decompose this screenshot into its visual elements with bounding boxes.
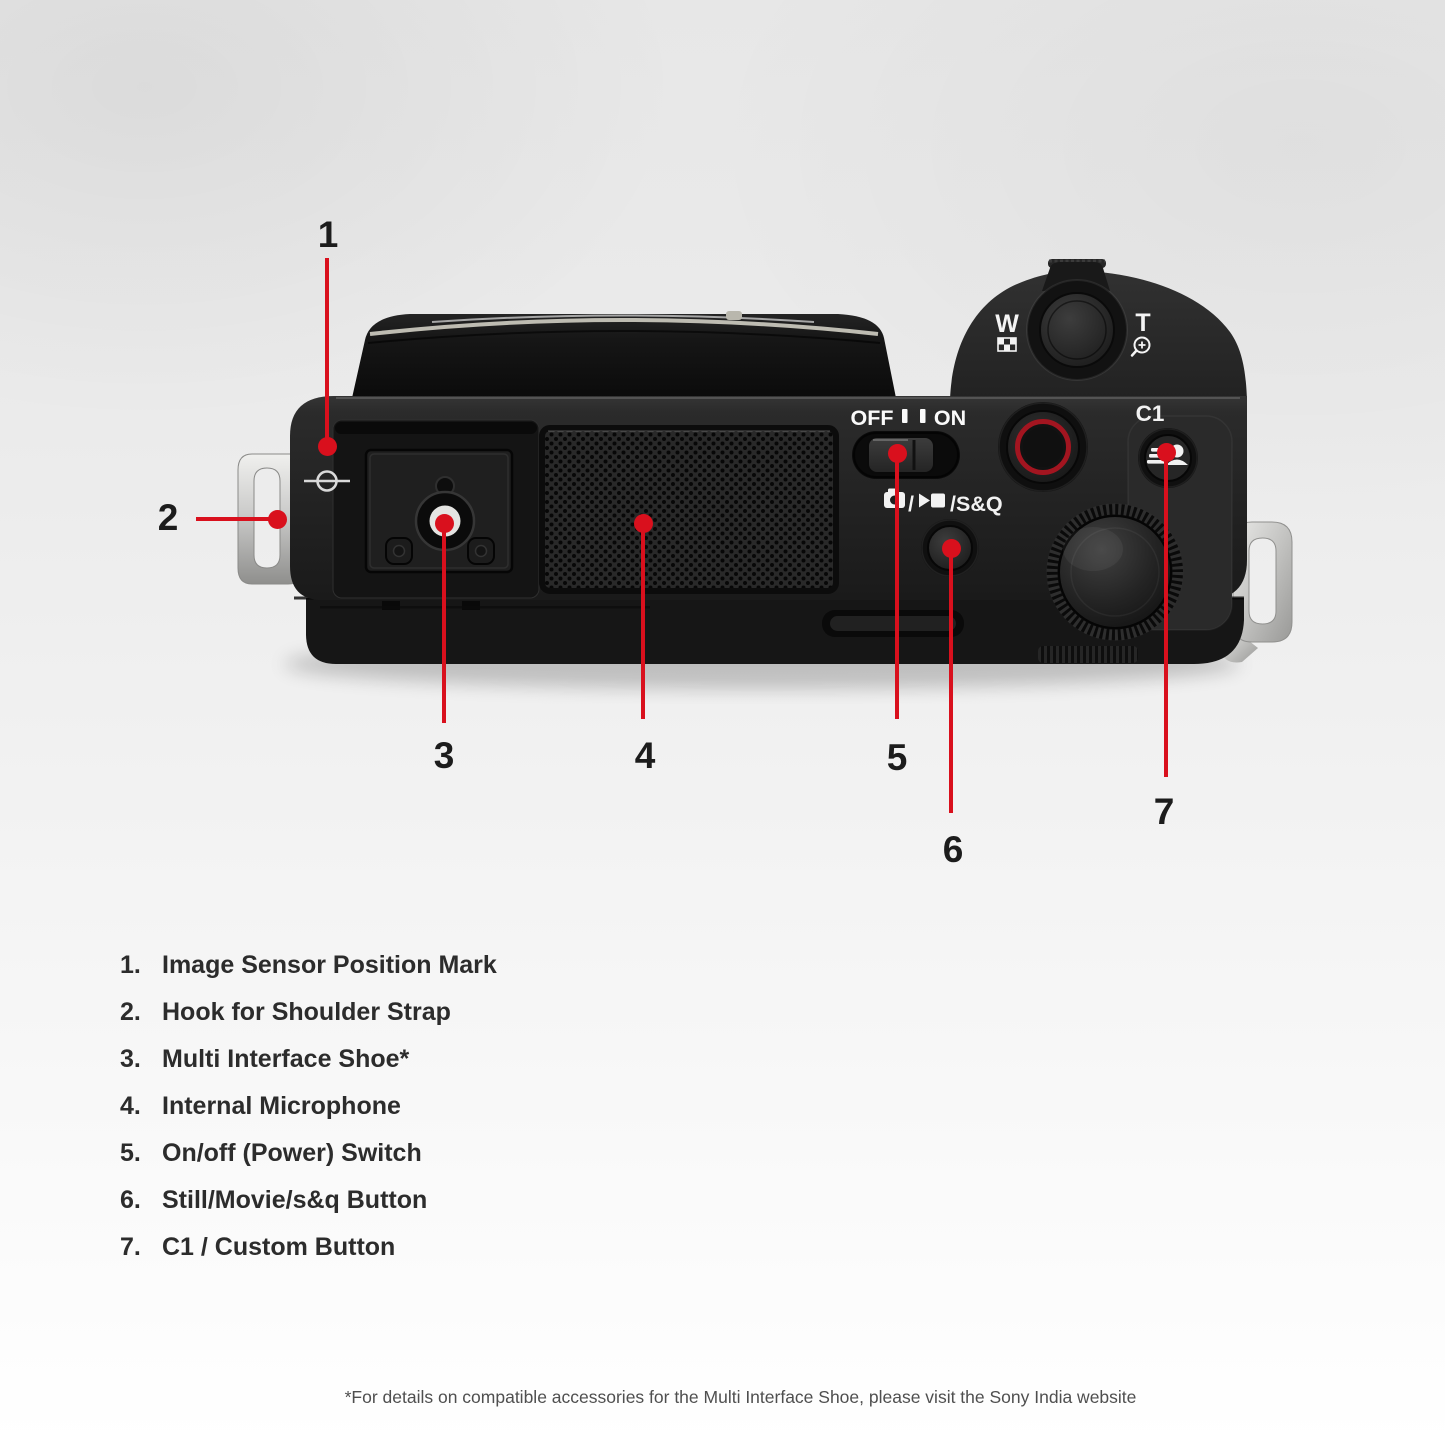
legend-item-label: On/off (Power) Switch	[162, 1139, 422, 1167]
callout-2-number: 2	[157, 497, 179, 538]
legend-item-label: Still/Movie/s&q Button	[162, 1186, 428, 1214]
callout-1-dot	[317, 436, 337, 456]
callout-1-number: 1	[317, 214, 339, 255]
legend-item-label: Multi Interface Shoe*	[162, 1045, 410, 1073]
legend-item-label: Hook for Shoulder Strap	[162, 998, 451, 1026]
legend-item: 5. On/off (Power) Switch	[120, 1138, 497, 1168]
callout-4-number: 4	[634, 735, 656, 776]
legend-item-label: C1 / Custom Button	[162, 1233, 396, 1261]
sq-label: /S&Q	[950, 492, 1003, 516]
index-icon	[997, 337, 1017, 352]
callout-6-number: 6	[942, 829, 964, 870]
callout-7-number: 7	[1153, 791, 1175, 832]
legend-item: 4. Internal Microphone	[120, 1091, 497, 1121]
zoom-rocker-button	[1026, 279, 1128, 381]
grip-tower: W T	[950, 259, 1247, 400]
legend-item: 3. Multi Interface Shoe*	[120, 1044, 497, 1074]
power-on-label: ON	[934, 406, 966, 430]
legend-item-number: 1.	[120, 951, 141, 979]
lens-rim-nub	[726, 311, 742, 320]
power-tick	[920, 409, 926, 423]
still-photo-icon	[884, 488, 905, 508]
zoom-tele-label: T	[1135, 309, 1150, 337]
mode-icon-row: / /S&Q	[884, 488, 1003, 516]
c1-label: C1	[1136, 401, 1165, 426]
callout-2-line	[196, 516, 277, 522]
legend-item-number: 2.	[120, 998, 141, 1026]
legend-item-number: 7.	[120, 1233, 141, 1261]
legend-item: 1. Image Sensor Position Mark	[120, 950, 497, 980]
callout-6-line	[948, 548, 954, 813]
callout-3-number: 3	[433, 735, 455, 776]
legend-item-label: Internal Microphone	[162, 1092, 401, 1120]
lens-barrel	[352, 311, 896, 398]
legend-item-label: Image Sensor Position Mark	[162, 951, 497, 979]
magnify-plus-icon	[1130, 336, 1151, 357]
shutter-button	[998, 402, 1088, 492]
footnote: *For details on compatible accessories f…	[344, 1387, 1137, 1407]
legend-list: 1. Image Sensor Position Mark 2. Hook fo…	[120, 950, 497, 1279]
power-off-label: OFF	[851, 406, 894, 430]
mode-slash: /	[908, 493, 914, 516]
legend-item-number: 5.	[120, 1139, 141, 1167]
legend-item: 7. C1 / Custom Button	[120, 1232, 497, 1262]
internal-microphone-grille	[539, 425, 839, 594]
callout-1-line	[324, 258, 330, 446]
movie-icon	[919, 493, 945, 508]
power-tick	[902, 409, 908, 423]
callout-5-line	[894, 453, 900, 719]
image-sensor-position-mark	[304, 470, 350, 492]
zoom-wide-label: W	[995, 310, 1019, 338]
callout-7-line	[1163, 452, 1169, 777]
callout-4-line	[640, 523, 646, 719]
legend-item-number: 6.	[120, 1186, 141, 1214]
grip-ribs	[1038, 646, 1138, 663]
callout-3-line	[441, 523, 447, 723]
callout-5-number: 5	[886, 737, 908, 778]
legend-item: 6. Still/Movie/s&q Button	[120, 1185, 497, 1215]
legend-item-number: 4.	[120, 1092, 141, 1120]
legend-item: 2. Hook for Shoulder Strap	[120, 997, 497, 1027]
control-dial	[1046, 503, 1184, 641]
multi-interface-shoe	[332, 419, 540, 599]
legend-item-number: 3.	[120, 1045, 141, 1073]
callout-2-dot	[267, 509, 287, 529]
flip-screen-edge	[294, 596, 1244, 664]
